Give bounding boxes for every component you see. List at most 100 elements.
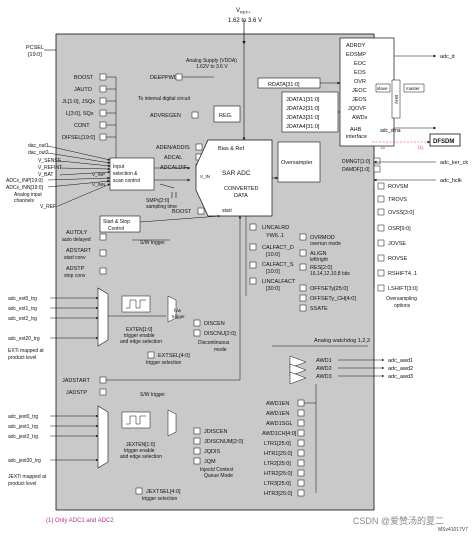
diagram-label: JEXTSEL[4:0] (146, 489, 181, 495)
diagram-label: EXTEN[1:0] (126, 327, 153, 333)
diagram-label: Control (108, 226, 124, 232)
diagram-label: dac_out1 (28, 143, 49, 149)
diagram-label: 16 (380, 145, 386, 150)
diagram-label: BOOST (172, 209, 192, 215)
diagram-label: YW6..1 (266, 233, 284, 239)
diagram-label: DIFSEL[19:0] (62, 135, 95, 141)
diagram-label: ADCALDIF (160, 165, 188, 171)
diagram-label: V_REF- (40, 204, 58, 210)
awd-registers: AWD1EN AWD1EN AWD1SGL AWD1CH[4:0] LTR1[2… (262, 384, 317, 497)
diagram-label: ALIGN (310, 251, 327, 257)
diagram-label: auto delayed (62, 237, 91, 243)
diagram-label: CONT (74, 123, 90, 129)
adc-hclk-input: adc_hclk (440, 178, 462, 184)
diagram-label: h/w (174, 308, 182, 313)
diagram-label: adc_awd3 (388, 374, 413, 380)
diagram-label: EXTSEL[4:0] (158, 353, 190, 359)
vref-label: VREF+ (236, 8, 251, 15)
diagram-label: JADSTP (66, 390, 87, 396)
diagram-label: ADSTART (66, 248, 92, 254)
diagram-label: interface (346, 134, 367, 140)
diagram-label: CALFACT_D (262, 245, 294, 251)
diagram-label: JEXTEN[1:0] (126, 442, 156, 448)
diagram-label: SMPx[2:0] (146, 198, 170, 204)
data-format-registers: OVRMOD overrun mode ALIGN left/right RES… (299, 233, 356, 312)
diagram-label: ADEN/ADDIS (156, 145, 190, 151)
footnote: (1) Only ADC1 and ADC2 (46, 518, 114, 524)
diagram-label: adc_jext2_trg (8, 434, 38, 440)
diagram-label: scan control (113, 178, 140, 184)
diagram-label: DAMDF[1:0] (342, 167, 370, 173)
diagram-label: OVSS[3:0] (388, 210, 414, 216)
diagram-label: 16,14,12,10,8 bits (310, 271, 350, 277)
diagram-label: V_BAT (38, 172, 53, 178)
diagram-label: Queue Mode (204, 473, 233, 479)
diagram-label: SAR ADC (222, 170, 251, 177)
diagram-label: L[3:0], SQx (66, 111, 94, 117)
diagram-label: LINCALFACT (262, 279, 296, 285)
calibration-registers: LINCALRD YW6..1 CALFACT_D [10:0] CALFACT… (245, 216, 296, 296)
diagram-label: AWD1EN (266, 401, 289, 407)
version-code: MSv41017V7 (437, 527, 468, 533)
oversampling-options: ROVSM TROVS OVSS[3:0] OSR[9:0] JOVSE ROV… (373, 182, 418, 309)
diagram-label: ADVREGEN (150, 113, 181, 119)
diagram-label: adc_jext0_trg (8, 414, 38, 420)
diagram-label: SSATE (310, 306, 328, 312)
diagram-label: [10:0] (266, 252, 280, 258)
diagram-label: start (222, 208, 232, 214)
injected-trigger-inputs: adc_jext0_trg adc_jext1_trg adc_jext2_tr… (8, 414, 99, 487)
oversampler-block (277, 141, 321, 183)
diagram-label: adc_jext20_trg (8, 458, 41, 464)
diagram-label: master (406, 86, 420, 91)
diagram-label: JDATA3[31:0] (286, 115, 320, 121)
diagram-label: OVRMOD (310, 235, 335, 241)
analog-supply: Analog Supply (VDDA)1.62V to 3.6 V (186, 58, 237, 70)
diagram-label: DISCEN (204, 321, 225, 327)
diagram-label: dac_out2 (28, 150, 49, 156)
regulator-block (213, 105, 241, 123)
diagram-label: EOC (354, 61, 366, 67)
diagram-label: Start & Stop (103, 219, 130, 225)
jdata-registers (281, 91, 339, 133)
diagram-label: trigger enable (124, 448, 155, 454)
diagram-label: DFSDM (433, 139, 454, 145)
adc-dma-output: adc_dma (380, 128, 401, 134)
diagram-label: product level (8, 481, 36, 487)
diagram-label: RDATA[31:0] (268, 82, 300, 88)
diagram-label: AHB (350, 127, 362, 133)
diagram-label: slave (377, 86, 388, 91)
diagram-label: JL[1:0], JSQx (62, 99, 95, 105)
diagram-label: TROVS (388, 197, 407, 203)
diagram-label: stop conv (64, 273, 86, 279)
diagram-label: trigger (172, 314, 185, 319)
diagram-label: AWDx (352, 115, 368, 121)
regular-trigger-mux (97, 287, 109, 347)
left-signals: dac_out1 dac_out2 V_SENSE V_REFINT V_BAT… (28, 143, 111, 210)
diagram-label: selection & (113, 171, 138, 177)
diagram-label: adc_ext20_trg (8, 336, 40, 342)
diagram-label: JDATA4[31:0] (286, 124, 320, 130)
adc-ker-ck-input: adc_ker_ck (440, 160, 468, 166)
diagram-label: AUTDLY (66, 230, 88, 236)
diagram-label: EOSMP (346, 52, 366, 58)
diagram-label: ADRDY (346, 43, 366, 49)
diagram-label: LINCALRD (262, 225, 289, 231)
diagram-label: left/right (310, 257, 328, 263)
diagram-label: AWD1EN (266, 411, 289, 417)
analog-inputs: ADCx_INP[19:0] ADCx_INN[19:0] Analog inp… (6, 176, 111, 204)
diagram-label: LTR1[25:0] (264, 441, 291, 447)
diagram-label: JQM (204, 459, 216, 465)
awd-title: Analog watchdog 1,2,3 (314, 338, 370, 344)
diagram-label: S/W trigger (140, 392, 165, 398)
diagram-label: V_REFINT (38, 165, 62, 171)
diagram-label: V_IN (200, 174, 210, 179)
dfsdm-target (429, 133, 461, 147)
diagram-label: channels (14, 198, 35, 204)
diagram-label: DISCNU[2:0] (204, 331, 236, 337)
sar-adc-block (195, 139, 273, 217)
diagram-label: LTR2[25:0] (264, 461, 291, 467)
diagram-label: Input (113, 164, 125, 170)
diagram-label: DMNGT[1:0] (342, 159, 371, 165)
diagram-label: CONVERTED (224, 186, 258, 192)
